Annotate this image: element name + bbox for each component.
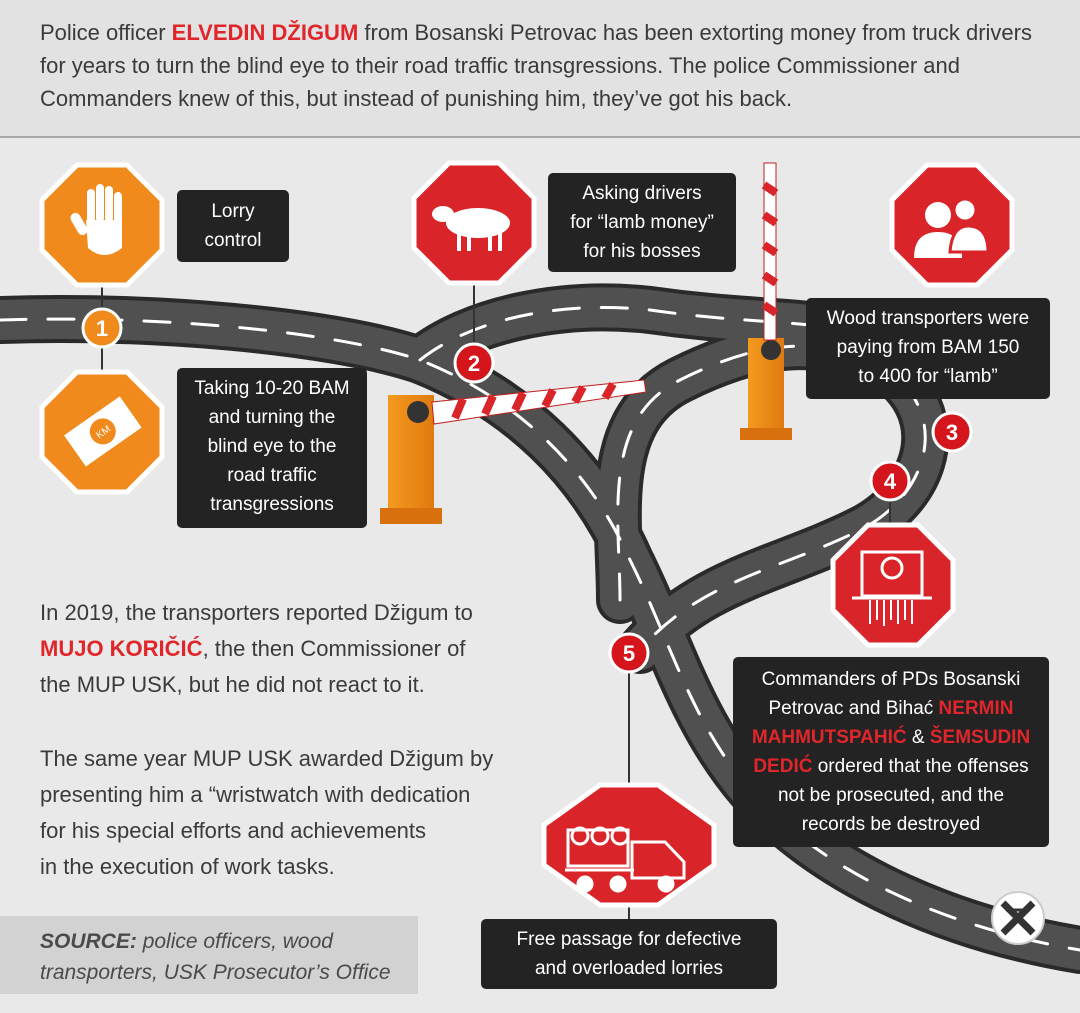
marker-5-number: 5 (623, 641, 635, 666)
header-text: Police officer ELVEDIN DŽIGUM from Bosan… (40, 20, 1032, 111)
sign-lorry-control (39, 162, 165, 288)
sign-destroyed-records (830, 522, 956, 648)
sheep-icon (432, 206, 510, 251)
marker-4-number: 4 (884, 469, 897, 494)
sign-free-passage (541, 782, 717, 908)
paragraph-reported: In 2019, the transporters reported Džigu… (40, 600, 473, 697)
paragraph-awarded: The same year MUP USK awarded Džigum by … (40, 746, 494, 879)
name-mahmutspahic: MAHMUTSPAHIĆ (751, 727, 907, 748)
box-commanders: Commanders of PDs Bosanski Petrovac and … (733, 657, 1049, 847)
marker-1-number: 1 (96, 316, 108, 341)
boom-barrier-left (380, 379, 647, 524)
marker-3-number: 3 (946, 420, 958, 445)
shredder-icon (852, 550, 932, 626)
stop-hand-icon (70, 184, 122, 255)
header-banner: Police officer ELVEDIN DŽIGUM from Bosan… (0, 0, 1080, 138)
marker-2: 2 (453, 342, 495, 384)
sign-bribe: KM (39, 369, 165, 495)
boom-barrier-right (740, 162, 792, 440)
people-icon (914, 197, 990, 258)
marker-3: 3 (931, 411, 973, 453)
header-name: ELVEDIN DŽIGUM (171, 20, 359, 45)
marker-2-number: 2 (468, 351, 480, 376)
marker-4: 4 (869, 460, 911, 502)
banknote-km-icon: KM (61, 393, 145, 470)
name-mujo: MUJO KORIČIĆ (40, 636, 203, 661)
x-logo-icon (991, 891, 1045, 945)
marker-5: 5 (608, 632, 650, 674)
sign-lamb-money (411, 160, 537, 286)
sign-transporters (889, 162, 1015, 288)
log-truck-icon (565, 826, 686, 893)
marker-1: 1 (81, 307, 123, 349)
name-semsudin: ŠEMSUDIN (929, 727, 1031, 748)
name-dedic: DEDIĆ (753, 756, 813, 777)
name-nermin: NERMIN (938, 698, 1014, 719)
